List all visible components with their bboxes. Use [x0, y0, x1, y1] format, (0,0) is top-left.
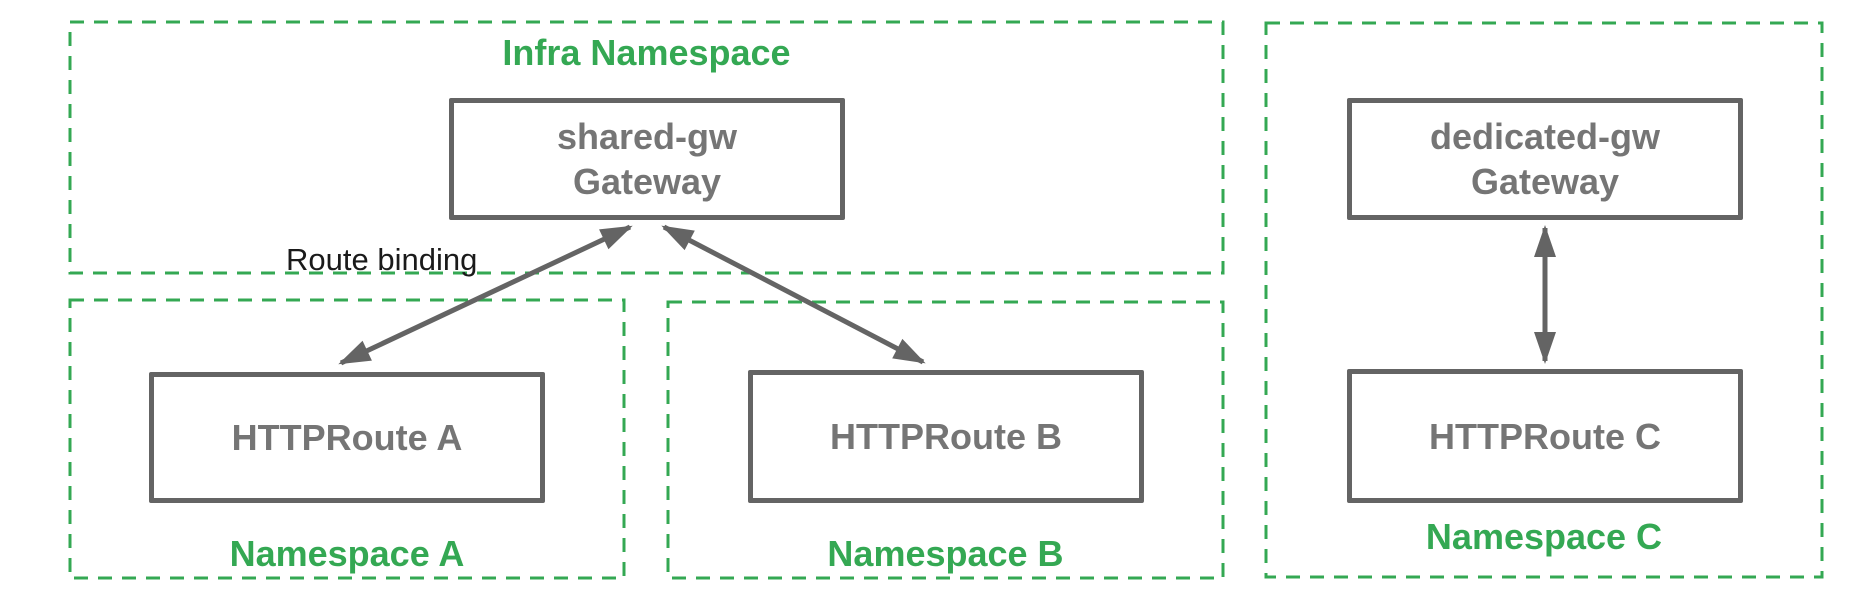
- httproute-a-node: HTTPRoute A: [149, 372, 545, 503]
- namespace-a-label: Namespace A: [229, 533, 465, 574]
- infra-namespace-boundary: [68, 20, 1225, 275]
- node-name-line: shared-gw: [556, 116, 738, 157]
- namespace-b-boundary: [666, 300, 1225, 580]
- node-name-line: dedicated-gw: [1429, 116, 1661, 157]
- dedicated-gw-gateway-node: dedicated-gw Gateway: [1347, 98, 1743, 220]
- httproute-b-node: HTTPRoute B: [748, 370, 1144, 503]
- node-name-line: HTTPRoute C: [1429, 415, 1661, 457]
- namespace-c-label: Namespace C: [1425, 516, 1663, 557]
- route-binding-arrow-httproute-b: [661, 224, 926, 365]
- shared-gw-gateway-node: shared-gw Gateway: [449, 98, 845, 220]
- infra-namespace-label: Infra Namespace: [502, 32, 791, 73]
- namespace-b-label: Namespace B: [827, 533, 1064, 574]
- namespace-c-boundary: [1264, 21, 1824, 579]
- route-binding-label: Route binding: [286, 242, 478, 277]
- node-name-line: HTTPRoute A: [231, 417, 463, 458]
- node-kind-line: Gateway: [572, 161, 722, 202]
- node-kind-line: Gateway: [1470, 161, 1620, 202]
- node-name-line: HTTPRoute B: [830, 416, 1062, 457]
- route-binding-arrow-httproute-a: [338, 224, 633, 366]
- httproute-c-node: HTTPRoute C: [1347, 369, 1743, 503]
